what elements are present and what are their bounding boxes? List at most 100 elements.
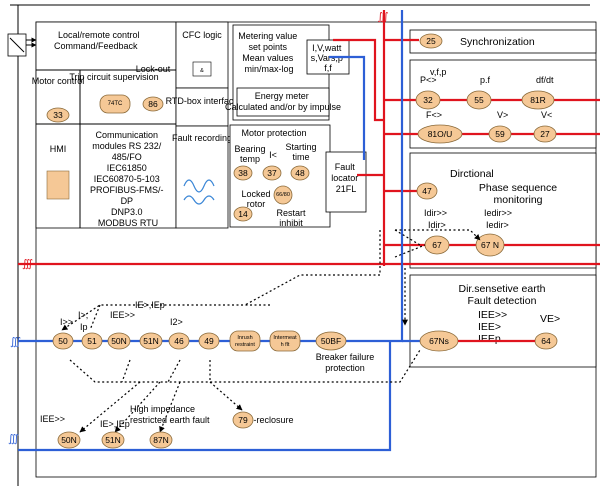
svg-text:87N: 87N <box>153 435 169 445</box>
svg-text:Iedir>>: Iedir>> <box>484 208 512 218</box>
svg-text:P<>: P<> <box>420 75 437 85</box>
svg-text:IEE>>: IEE>> <box>110 310 135 320</box>
node-37 <box>262 165 282 181</box>
svg-text:Auto-reclosure: Auto-reclosure <box>235 415 294 425</box>
svg-text:81R: 81R <box>530 95 546 105</box>
earth-current-line <box>18 341 392 452</box>
hmi-label: HMI <box>50 144 67 154</box>
svg-text:F<>: F<> <box>426 110 442 120</box>
svg-text:df/dt: df/dt <box>536 75 554 85</box>
node-48 <box>290 165 310 181</box>
svg-text:50: 50 <box>58 336 68 346</box>
rtd-box-label: RTD-box interface <box>166 96 239 106</box>
svg-text:59: 59 <box>495 129 505 139</box>
svg-text:Idir>>: Idir>> <box>424 208 447 218</box>
command-feedback-label: Command/Feedback <box>54 41 138 51</box>
node-50n-earth <box>57 431 81 449</box>
svg-text:IE>,IEp: IE>,IEp <box>100 419 130 429</box>
svg-text:25: 25 <box>426 36 436 46</box>
lockout-label: Lock-out <box>136 64 171 74</box>
svg-text:46: 46 <box>174 336 184 346</box>
svg-text:27: 27 <box>540 129 550 139</box>
motor-control-label: Motor control <box>32 76 85 86</box>
svg-text:81O/U: 81O/U <box>428 129 453 139</box>
svg-text:48: 48 <box>295 168 305 178</box>
svg-text:79: 79 <box>238 415 248 425</box>
svg-text:32: 32 <box>423 95 433 105</box>
svg-text:CFC logic: CFC logic <box>182 30 222 40</box>
svg-text:I>>: I>> <box>60 317 73 327</box>
svg-text:50N: 50N <box>111 336 127 346</box>
svg-text:74TC: 74TC <box>108 101 123 107</box>
local-remote-label: Local/remote control <box>58 30 140 40</box>
svg-text:51N: 51N <box>143 336 159 346</box>
svg-text:47: 47 <box>422 186 432 196</box>
svg-text:Motor protection: Motor protection <box>241 128 306 138</box>
svg-text:VE>: VE> <box>540 313 560 325</box>
energy-meter-box <box>236 87 330 117</box>
svg-text:86: 86 <box>148 99 158 109</box>
svg-text:Iedir>: Iedir> <box>486 220 509 230</box>
cfc-logic-box <box>175 21 229 89</box>
svg-text:I,V,watt s,Vars,p f,f: I,V,watt s,Vars,p f,f <box>311 43 346 73</box>
inrush-restraint-node <box>229 330 261 352</box>
svg-text:50BF: 50BF <box>321 336 341 346</box>
sync-panel <box>409 29 597 54</box>
svg-text:Idir>: Idir> <box>428 220 446 230</box>
ct-earth-icon: ∭ <box>8 433 19 445</box>
waveform-icon <box>183 179 215 193</box>
node-59 <box>488 125 512 143</box>
svg-text:55: 55 <box>474 95 484 105</box>
node-25 <box>419 33 443 49</box>
node-51n-earth <box>101 431 125 449</box>
svg-text:&: & <box>200 68 204 74</box>
svg-text:64: 64 <box>541 336 551 346</box>
node-51 <box>81 332 103 350</box>
node-79 <box>232 411 254 429</box>
svg-text:67Ns: 67Ns <box>429 336 449 346</box>
node-81r <box>521 90 555 110</box>
svg-text:14: 14 <box>238 209 248 219</box>
svg-text:IEE>>: IEE>> <box>40 414 65 424</box>
node-50bf <box>315 331 347 351</box>
earth-fault-panel <box>409 274 597 368</box>
svg-text:v,f,p: v,f,p <box>430 67 446 77</box>
svg-text:49: 49 <box>204 336 214 346</box>
svg-text:Fault locator 21FL: Fault locator 21FL <box>331 162 361 194</box>
svg-text:51N: 51N <box>105 435 121 445</box>
svg-text:67 N: 67 N <box>481 240 499 250</box>
synchronization-label: Synchronization <box>460 36 535 48</box>
node-14 <box>233 206 253 222</box>
svg-text:67: 67 <box>432 240 442 250</box>
node-46 <box>168 332 190 350</box>
svg-text:Dirctional: Dirctional <box>450 168 494 180</box>
fault-locator-box <box>325 151 367 213</box>
logic-gate-icon <box>192 61 212 77</box>
svg-text:37: 37 <box>267 168 277 178</box>
vt-symbol-icon: ∭ <box>377 11 388 23</box>
metering-label: Metering value set points Mean values mi… <box>238 31 300 74</box>
node-49 <box>198 332 220 350</box>
svg-text:IE>,IEp: IE>,IEp <box>135 300 165 310</box>
node-32 <box>415 90 441 110</box>
node-66-80 <box>273 185 293 205</box>
node-87n <box>149 431 173 449</box>
communication-label: Communication modules RS 232/ 485/FO IEC… <box>90 130 166 228</box>
svg-text:38: 38 <box>238 168 248 178</box>
fault-recording-box <box>175 125 229 229</box>
node-33 <box>46 107 70 123</box>
svg-text:V<: V< <box>541 110 552 120</box>
hmi-display-icon <box>46 170 70 200</box>
svg-text:V>: V> <box>497 110 508 120</box>
node-86 <box>142 96 164 112</box>
node-55 <box>466 90 492 110</box>
